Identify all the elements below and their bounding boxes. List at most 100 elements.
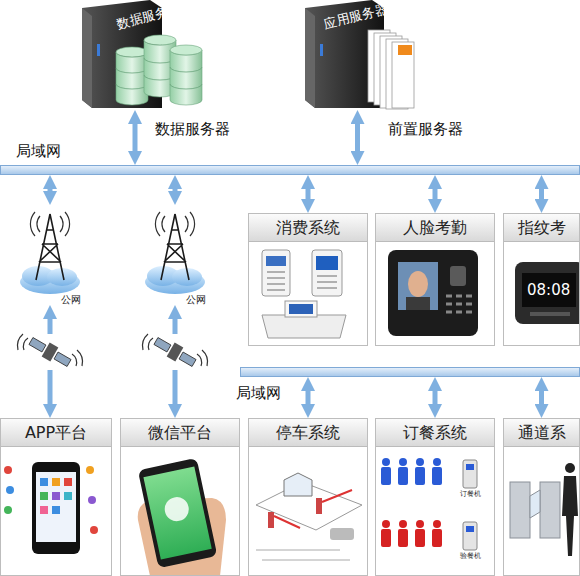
data-server-art (116, 68, 148, 89)
pos-terminal-art (289, 304, 313, 314)
parking-art (322, 490, 352, 502)
data-server-art (116, 47, 148, 57)
ordering-art (433, 458, 441, 466)
pos-terminal-art (317, 276, 337, 288)
data-server-art (97, 44, 100, 56)
ordering-art (382, 520, 390, 528)
satellite-art (154, 338, 171, 352)
ordering-art (466, 464, 474, 470)
double-arrow (306, 383, 311, 412)
ordering-art (416, 520, 424, 528)
card-node: 停车系统 (248, 418, 368, 576)
phone-app-art (86, 466, 94, 474)
card-background (120, 418, 240, 576)
double-arrow (306, 181, 311, 207)
ordering-art (398, 467, 408, 485)
card-node: APP平台 (0, 418, 112, 576)
phone-app-art (32, 462, 80, 554)
card-background (375, 213, 495, 346)
radio-tower-art (155, 212, 194, 236)
ordering-art (463, 522, 477, 550)
double-arrow (173, 311, 178, 412)
parking-art (268, 512, 274, 528)
lan-node: 局域网 (240, 367, 580, 377)
satellite-art (29, 338, 46, 352)
front-server-art (320, 44, 323, 56)
device-caption: 订餐机 (460, 489, 481, 499)
parking-art (330, 528, 354, 540)
pos-terminal-art (262, 315, 346, 338)
pos-terminal-art (267, 272, 285, 290)
card-background (0, 418, 112, 576)
double-arrow (355, 116, 360, 159)
phone-app-art (52, 506, 60, 514)
device-caption: 验餐机 (460, 551, 481, 561)
fingerprint-device-art (515, 262, 580, 324)
ordering-art (415, 529, 425, 547)
pos-terminal-art (262, 250, 346, 338)
phone-app-art (64, 492, 72, 500)
card-background (248, 213, 368, 346)
fingerprint-device-art (530, 312, 570, 316)
double-arrow (173, 181, 178, 199)
phone-app-art (40, 492, 48, 500)
data-server-art (82, 8, 92, 108)
data-server-art (82, 0, 202, 108)
head-text: 指纹考 (504, 214, 579, 242)
head-text: 微信平台 (121, 419, 239, 447)
turnstile-art (530, 490, 540, 518)
face-device-art (398, 262, 438, 310)
ordering-art (463, 460, 477, 488)
satellite-art (143, 334, 208, 366)
ordering-art (466, 526, 474, 532)
tower-node: 公网 (140, 205, 210, 305)
ordering-art (399, 520, 407, 528)
wechat-phone-art (163, 495, 191, 523)
card-node: 指纹考 (503, 213, 580, 346)
phone-app-art (4, 506, 12, 514)
srv-on-text: 应用服务器 (322, 0, 389, 33)
phone-app-art (52, 492, 60, 500)
parking-art (284, 473, 312, 496)
head-text: APP平台 (1, 419, 111, 447)
lan-node: 局域网 (0, 165, 580, 175)
double-arrow (539, 181, 544, 207)
satellite-art (152, 334, 198, 370)
phone-app-art (40, 506, 48, 514)
phone-app-art (40, 478, 48, 486)
pos-terminal-art (262, 250, 290, 296)
clock-readout: 08:08 (527, 281, 570, 299)
face-device-art (406, 297, 430, 310)
phone-app-art (88, 496, 96, 504)
data-server-art (170, 50, 202, 105)
face-device-art (450, 266, 466, 286)
data-server-art (170, 45, 202, 55)
ordering-art (433, 520, 441, 528)
phone-app-art (6, 486, 14, 494)
phone-app-art (36, 472, 76, 542)
fingerprint-device-art (515, 262, 580, 324)
radio-tower-art (36, 214, 64, 280)
pos-terminal-art (312, 250, 342, 296)
radio-tower-art (20, 212, 205, 294)
wechat-phone-art (143, 467, 211, 560)
phone-app-art (52, 478, 60, 486)
ordering-art (415, 467, 425, 485)
ordering-art (381, 458, 477, 550)
ordering-art (399, 458, 407, 466)
turnstile-art (540, 482, 560, 538)
ordering-art (398, 529, 408, 547)
satellite-art (18, 334, 83, 366)
card-node: 通道系 (503, 418, 580, 576)
pos-terminal-art (285, 301, 317, 317)
card-background (0, 213, 580, 576)
pos-terminal-art (266, 256, 286, 266)
card-background (248, 418, 368, 576)
satellite-art (54, 352, 71, 366)
card-background (503, 418, 580, 576)
face-device-art (388, 250, 478, 336)
ordering-art (432, 529, 442, 547)
srv-cap-text: 数据服务器 (155, 120, 230, 139)
head-text: 人脸考勤 (376, 214, 494, 242)
